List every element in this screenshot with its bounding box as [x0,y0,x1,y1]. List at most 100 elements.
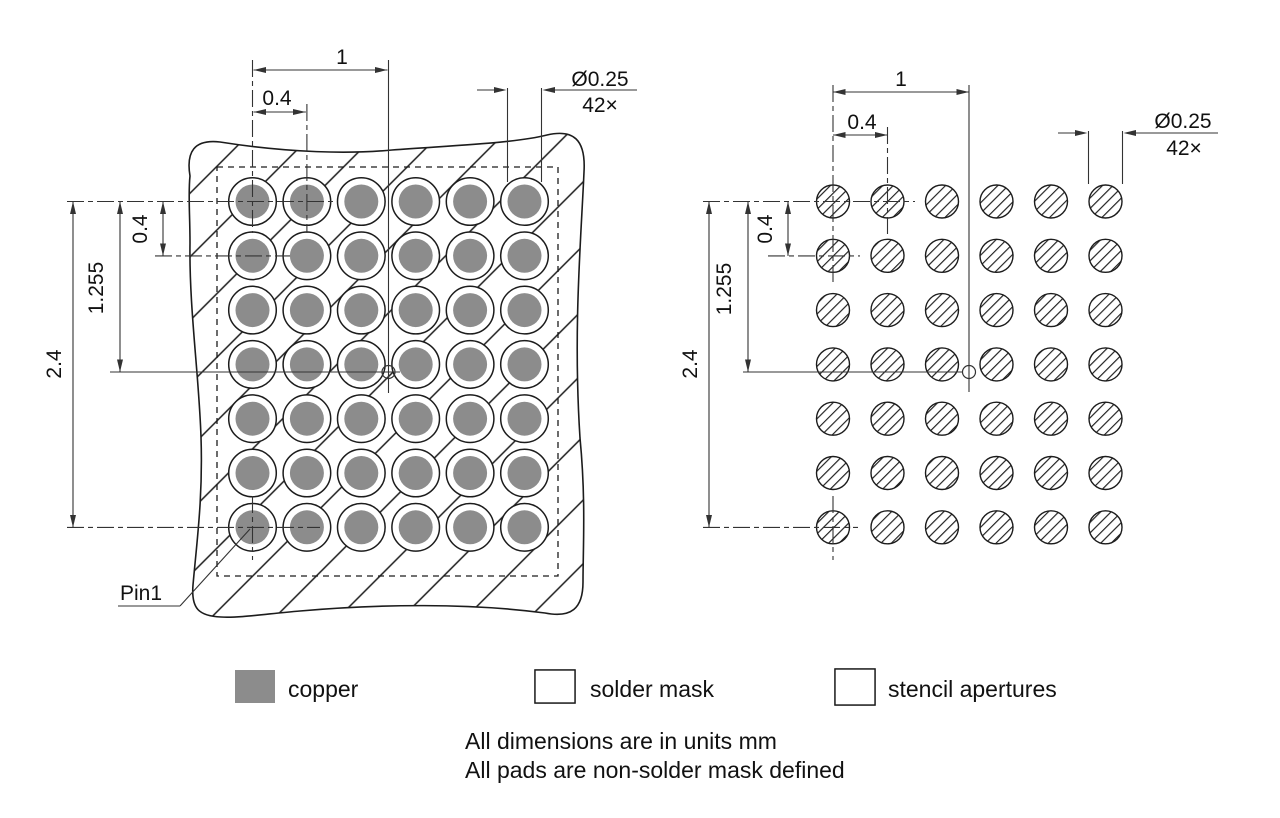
copper-pad [398,510,433,545]
dim-label-row-pitch: 0.4 [754,214,777,244]
copper-pad [344,238,379,273]
dim-label-row-to-center: 1.255 [713,263,736,316]
copper-pad [289,510,324,545]
copper-pad [507,238,542,273]
copper-pad [289,238,324,273]
dim-label-pad-pitch: 0.4 [262,87,292,110]
right-view-stencil: 1 0.4 Ø0.25 42× 2.4 1.255 0.4 [679,68,1218,560]
stencil-aperture-pad [1088,238,1123,274]
dim-label-pad-diameter: Ø0.25 [571,68,628,91]
dimension-arrowheads [70,67,555,528]
dim-label-row-to-center: 1.255 [85,262,108,315]
stencil-aperture-pad [924,292,960,328]
stencil-aperture-pad [979,292,1014,328]
stencil-aperture-pad [870,455,905,491]
dim-label-pitch-to-center: 1 [895,68,907,91]
stencil-aperture-pad [979,347,1014,382]
copper-pad [344,293,379,328]
stencil-aperture-pad [924,455,960,491]
solder-mask-boundary-dashed [216,166,559,577]
copper-pad [398,347,433,382]
copper-pad [453,510,488,545]
copper-pad [344,184,379,219]
stencil-aperture-pad [1088,347,1123,382]
copper-pad [344,401,379,436]
stencil-aperture-pad [1088,292,1123,328]
stencil-aperture-pad [1033,184,1069,219]
stencil-aperture-pad [924,401,960,436]
copper-pad [289,401,324,436]
stencil-aperture-pad [1033,347,1069,382]
stencil-aperture-pad [1033,292,1069,328]
stencil-aperture-pad [815,292,851,328]
legend-label-copper: copper [288,676,359,702]
copper-pad [398,238,433,273]
stencil-aperture-pad [924,347,960,382]
copper-pad [453,293,488,328]
copper-pad [453,184,488,219]
dim-label-pad-diameter: Ø0.25 [1154,110,1211,133]
legend-swatch-solder-mask-border [534,669,576,704]
stencil-aperture-pad [979,455,1014,491]
stencil-aperture-pad [870,292,905,328]
copper-pad [289,456,324,490]
stencil-aperture-pad [1088,401,1123,436]
copper-pad [398,293,433,328]
copper-pad [507,347,542,382]
copper-pad [289,347,324,382]
copper-pad [507,293,542,328]
copper-pad [235,401,270,436]
copper-pad [235,456,270,490]
stencil-aperture-pad [815,455,851,491]
origin-marker [381,364,396,380]
stencil-aperture-pad [979,238,1014,274]
copper-pad [344,347,379,382]
legend-label-stencil: stencil apertures [888,676,1057,702]
legend-swatch-stencil-border [834,668,876,706]
legend-label-solder-mask: solder mask [590,676,714,702]
stencil-aperture-pad [1033,238,1069,274]
copper-pad [507,184,542,219]
stencil-aperture-pad [1088,184,1123,219]
dim-label-pad-count: 42× [582,94,618,117]
stencil-aperture-pad [1033,401,1069,436]
stencil-aperture-pad [1033,455,1069,491]
dimension-arrowheads [706,89,1136,528]
left-view-dimension-lines [67,60,637,607]
copper-pad [398,401,433,436]
stencil-aperture-pad [1088,510,1123,545]
copper-pad [398,184,433,219]
pin1-label: Pin1 [120,582,162,605]
stencil-aperture-pad [815,401,851,436]
right-view-dimension-labels: 1 0.4 Ø0.25 42× 2.4 1.255 0.4 [679,68,1212,379]
copper-pad [507,456,542,490]
copper-pad [453,401,488,436]
copper-pad [235,293,270,328]
stencil-aperture-pad [979,401,1014,436]
stencil-aperture-pad [924,510,960,545]
origin-marker [961,364,977,380]
stencil-apertures-grid [815,184,1123,545]
left-view-copper-and-mask: 1 0.4 Ø0.25 42× 2.4 1.255 0.4 Pin1 [43,46,637,618]
stencil-aperture-pad [870,238,905,274]
copper-pad [453,238,488,273]
stencil-aperture-pad [870,347,905,382]
copper-pad [235,347,270,382]
copper-pad [453,347,488,382]
stencil-aperture-pad [870,510,905,545]
right-view-dimension-lines [703,85,1218,560]
note-units: All dimensions are in units mm [465,728,777,754]
stencil-aperture-pad [924,238,960,274]
stencil-aperture-pad [870,401,905,436]
legend: copper solder mask stencil apertures [235,668,1057,706]
copper-pad [344,456,379,490]
left-view-dimension-labels: 1 0.4 Ø0.25 42× 2.4 1.255 0.4 Pin1 [43,46,629,605]
copper-pad [398,456,433,490]
notes: All dimensions are in units mm All pads … [465,728,845,783]
dim-label-pad-count: 42× [1166,137,1202,160]
stencil-aperture-pad [815,347,851,382]
copper-pad [453,456,488,490]
dim-label-pad-pitch: 0.4 [847,111,877,134]
dim-label-row-pitch: 0.4 [129,214,152,244]
